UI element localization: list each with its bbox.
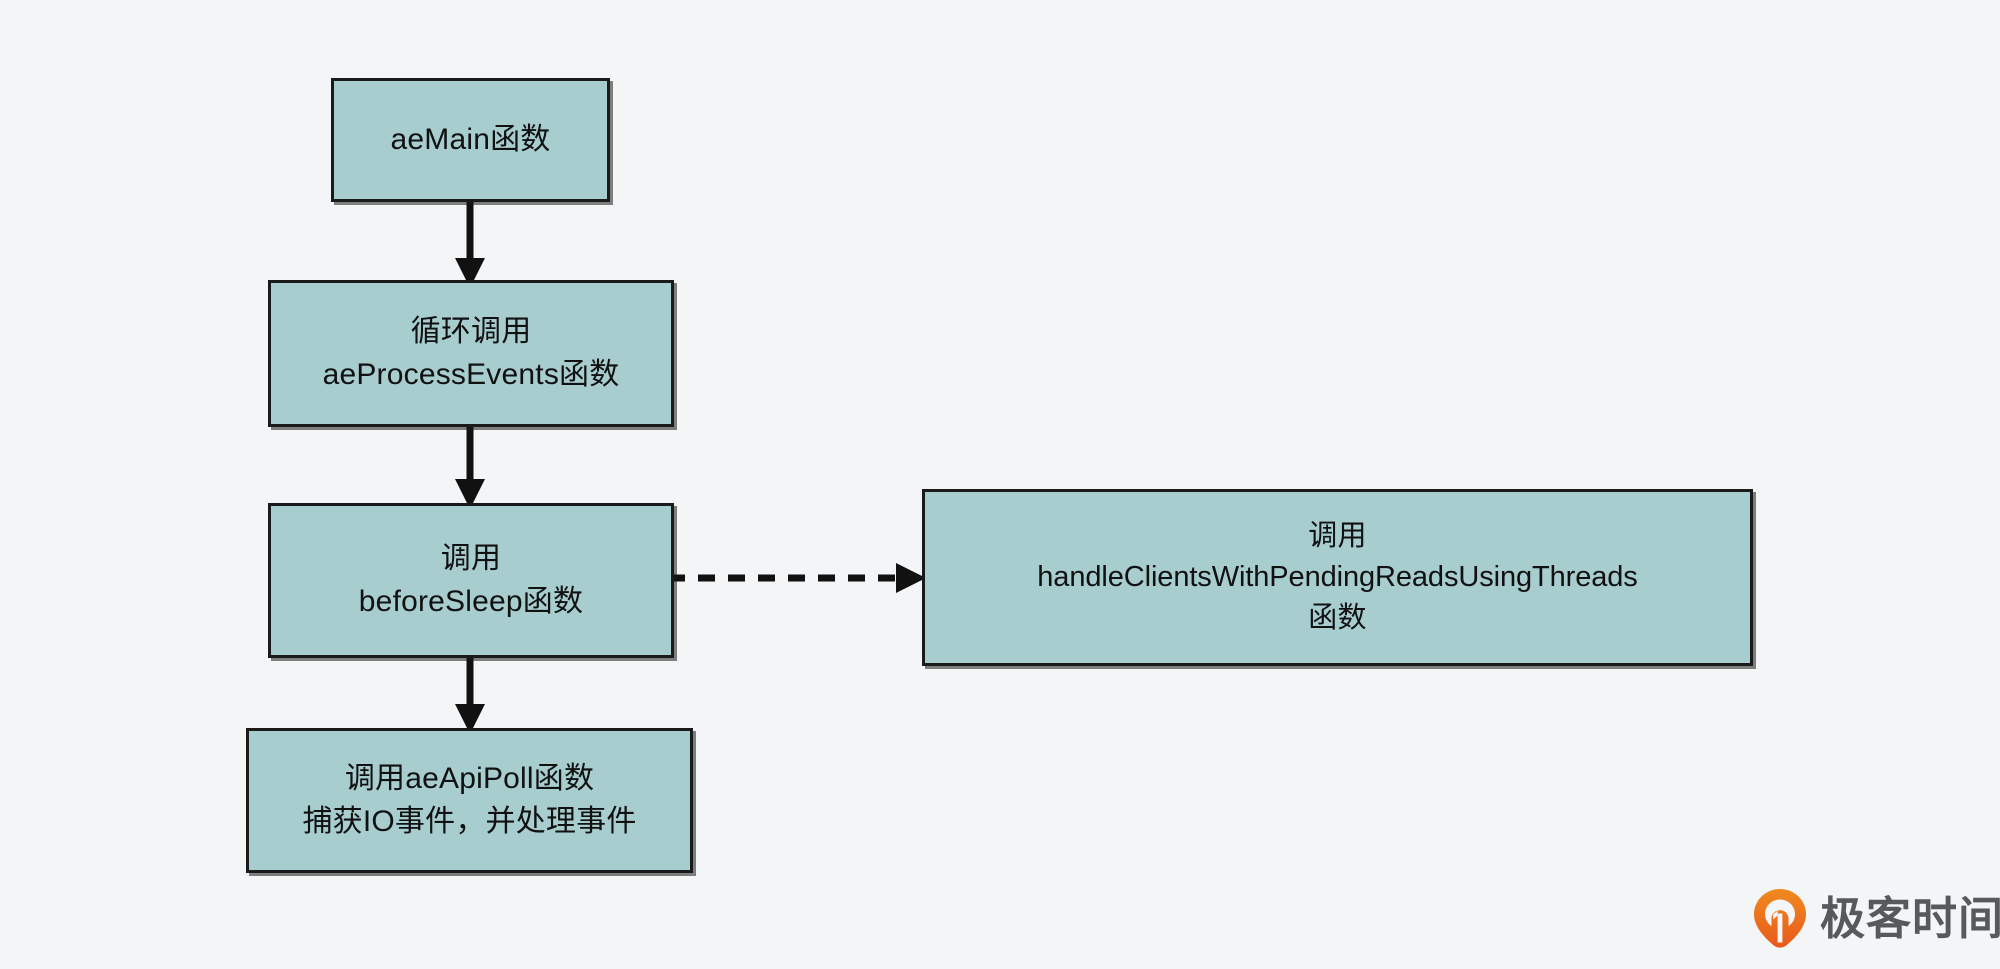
arrow-before-sleep-to-ae-api-poll <box>455 652 485 734</box>
watermark-label: 极客时间 <box>1820 892 2000 944</box>
node-handle-clients-line-2: handleClientsWithPendingReadsUsingThread… <box>1037 560 1638 593</box>
location-pin-icon <box>1754 889 1806 948</box>
node-process-events-line-2: aeProcessEvents函数 <box>322 357 620 391</box>
node-ae-api-poll: 调用aeApiPoll函数 捕获IO事件，并处理事件 <box>246 728 693 873</box>
arrow-aemain-to-process-events <box>455 196 485 288</box>
node-aemain: aeMain函数 <box>331 78 610 202</box>
node-ae-api-poll-line-1: 调用aeApiPoll函数 <box>344 761 595 795</box>
watermark-geektime: 极客时间 <box>1752 886 2000 950</box>
arrow-process-events-to-before-sleep <box>455 421 485 509</box>
node-before-sleep-line-2: beforeSleep函数 <box>358 584 584 618</box>
node-handle-clients-line-1: 调用 <box>1308 519 1367 552</box>
node-process-events: 循环调用 aeProcessEvents函数 <box>268 280 674 427</box>
arrow-dashed-before-sleep-to-handle-clients <box>668 563 926 593</box>
node-handle-clients-with-pending-reads: 调用 handleClientsWithPendingReadsUsingThr… <box>922 489 1753 666</box>
node-aemain-line-1: aeMain函数 <box>390 122 551 156</box>
node-ae-api-poll-line-2: 捕获IO事件，并处理事件 <box>302 804 637 838</box>
node-before-sleep-line-1: 调用 <box>440 541 502 575</box>
node-process-events-line-1: 循环调用 <box>410 314 532 348</box>
node-before-sleep: 调用 beforeSleep函数 <box>268 503 674 658</box>
node-handle-clients-line-3: 函数 <box>1308 602 1367 635</box>
